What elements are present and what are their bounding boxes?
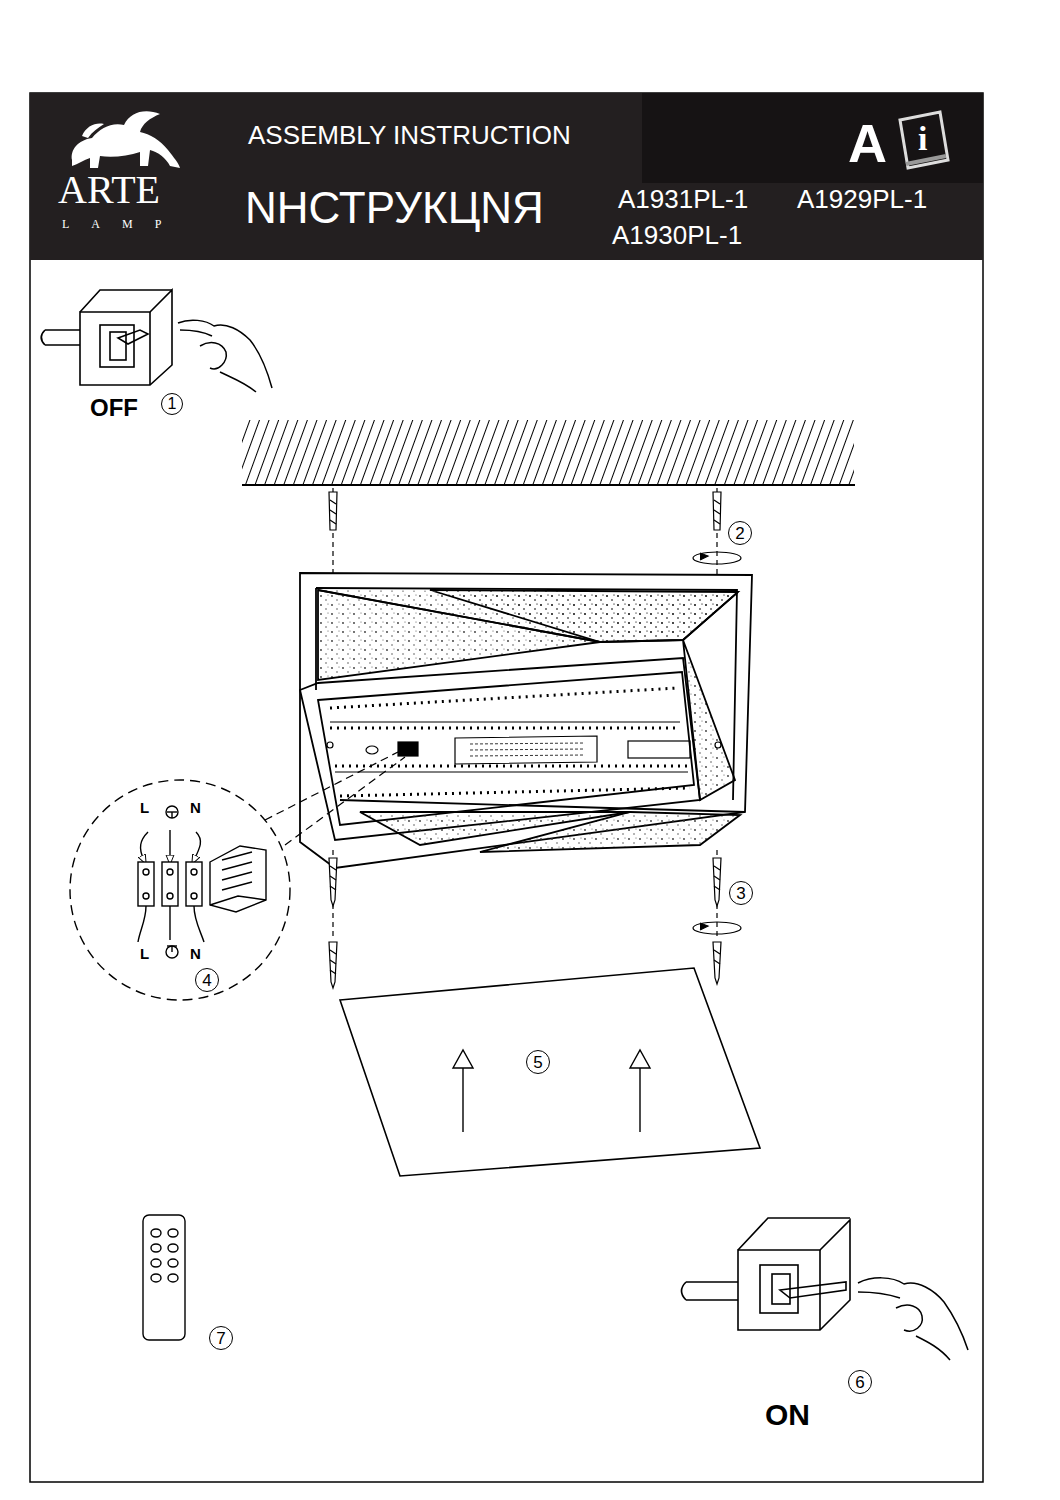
callout-circle [70, 780, 290, 1000]
callout-leader [265, 752, 398, 820]
terminal-block [138, 806, 266, 958]
heading-english: ASSEMBLY INSTRUCTION [248, 122, 571, 148]
page-frame [30, 93, 983, 1482]
switch-state: OFF [90, 396, 138, 420]
brand-subline: LAMP [62, 218, 183, 230]
callout-leader [285, 757, 405, 845]
callout-number: 5 [526, 1050, 550, 1074]
heading-russian: NНСТРУКЦNЯ [245, 186, 544, 230]
wall-switch-off [41, 290, 172, 385]
icon-letter: i [918, 122, 927, 156]
brand-name: ARTE [58, 170, 160, 210]
callout-number: 2 [728, 521, 752, 545]
ceiling-line [242, 484, 855, 486]
lift-arrows [453, 1050, 650, 1132]
led-strips [330, 688, 690, 796]
remote-control [143, 1215, 185, 1340]
hand-off [178, 320, 272, 392]
ceiling-hatch [242, 420, 854, 484]
header-dark-panel [642, 93, 983, 183]
hand-on [858, 1278, 968, 1360]
icon-letter: A [848, 116, 887, 170]
wire-label: L [140, 800, 149, 815]
logo-lion [72, 111, 180, 168]
callout-number: 3 [729, 881, 753, 905]
ceiling-anchors [329, 488, 741, 575]
wall-switch-on [682, 1218, 851, 1330]
lamp-body [300, 573, 752, 868]
callout-number: 6 [848, 1370, 872, 1394]
icon-book [900, 112, 948, 168]
icon-book-edge [906, 156, 946, 164]
callout-number: 7 [209, 1326, 233, 1350]
callout-number: 1 [161, 393, 183, 415]
model-number: A1929PL-1 [797, 186, 927, 212]
model-number: A1931PL-1 [618, 186, 748, 212]
callout-number: 4 [195, 968, 219, 992]
wire-label: N [190, 946, 201, 961]
cover-panel [340, 968, 760, 1176]
header-band [30, 93, 983, 260]
wire-label: L [140, 946, 149, 961]
switch-state: ON [765, 1400, 810, 1430]
driver [327, 736, 721, 764]
wire-label: N [190, 800, 201, 815]
fixing-screws [329, 850, 741, 988]
model-number: A1930PL-1 [612, 222, 742, 248]
